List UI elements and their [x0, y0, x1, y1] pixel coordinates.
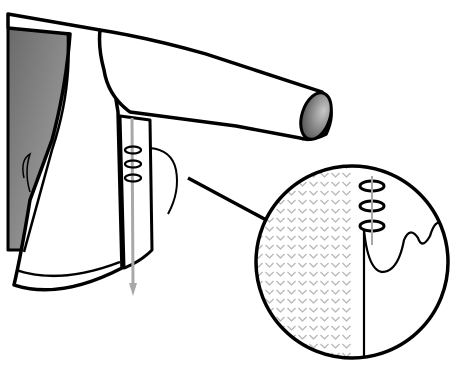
magnified-detail	[250, 160, 454, 366]
fabric-texture	[250, 160, 354, 366]
callout-leader-line	[188, 178, 270, 222]
needle-tip-icon	[129, 283, 137, 296]
seam-thread	[132, 118, 133, 286]
side-panel	[120, 116, 152, 268]
loose-thread	[150, 148, 177, 214]
